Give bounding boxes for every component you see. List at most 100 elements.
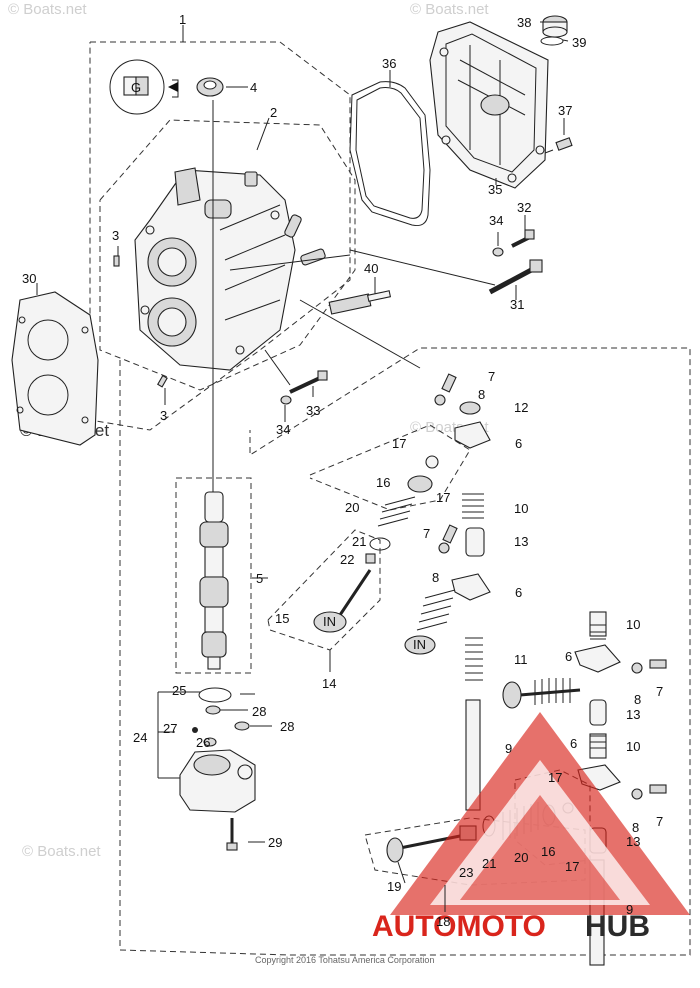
callout-label-c3b: 3 [160,408,167,423]
valve-stamp: IN [413,637,426,652]
callout-label-c3a: 3 [112,228,119,243]
callout-label-c2: 2 [270,105,277,120]
callout-label-c17a: 17 [392,436,406,451]
callout-label-c26: 26 [196,735,210,750]
callout-label-c28b: 28 [280,719,294,734]
callout-label-c29: 29 [268,835,282,850]
callout-label-c17d: 17 [565,859,579,874]
exhaust-valve: IN [404,589,456,655]
washer-34 [280,395,292,405]
oil-pump [179,687,256,851]
callout-label-c20b: 20 [514,850,528,865]
callout-label-c24: 24 [133,730,147,745]
head-cover [429,21,549,189]
callout-label-c16b: 16 [541,844,555,859]
long-bolt-31 [488,259,543,295]
watermark-group: © Boats.net © Boats.net © Boats.net © Bo… [8,1,489,860]
callout-label-c22: 22 [340,552,354,567]
assembly-outline-valvetrain [119,347,691,956]
callout-label-c17b: 17 [436,490,450,505]
callout-label-c1: 1 [179,12,186,27]
valve-cotter-17 [425,455,439,469]
automotohub-logo: AUTOMOTO HUB [372,712,690,943]
callout-label-c37: 37 [558,103,572,118]
callout-label-c11: 11 [514,652,528,667]
callout-label-c4: 4 [250,80,257,95]
intake-valve-box [267,529,381,651]
callout-label-c12: 12 [514,400,528,415]
callout-label-c34a: 34 [489,213,503,228]
callout-label-c8d: 8 [632,820,639,835]
callout-label-c36: 36 [382,56,396,71]
callout-label-c34b: 34 [276,422,290,437]
cover-gasket [349,81,431,226]
dowel-pin [157,374,168,388]
callout-label-c10a: 10 [514,501,528,516]
spring-11 [465,637,483,681]
svg-text:G: G [131,80,141,95]
callout-label-c13a: 13 [514,534,528,549]
cover-gasket-inner [355,87,425,219]
spark-plug [328,290,392,315]
rocker-arm [434,373,491,449]
callout-label-c25: 25 [172,683,186,698]
callout-label-c13b: 13 [626,707,640,722]
leader-line [349,249,496,286]
seal-inset: G [109,59,179,115]
callout-label-c38: 38 [517,15,531,30]
callout-label-c6d: 6 [570,736,577,751]
callout-label-c21b: 21 [482,856,496,871]
exhaust-valve-2 [502,624,606,749]
washer-34 [492,247,504,257]
callout-label-c8a: 8 [478,387,485,402]
valve-seal-21 [369,537,391,551]
callout-label-c33: 33 [306,403,320,418]
callout-label-c32: 32 [517,200,531,215]
oil-seal [196,77,224,97]
callout-label-c30: 30 [22,271,36,286]
callout-label-c7d: 7 [656,814,663,829]
callout-label-c17c: 17 [548,770,562,785]
callout-label-c21a: 21 [352,534,366,549]
pushrod-9 [465,699,481,811]
bolt-33 [289,370,328,394]
oil-filler-cap [540,15,568,46]
callout-label-c5: 5 [256,571,263,586]
leader-line [264,349,291,386]
callout-label-c13c: 13 [626,834,640,849]
callout-label-c8c: 8 [634,692,641,707]
camshaft [199,491,229,670]
callout-label-c15: 15 [275,611,289,626]
callout-label-c6c: 6 [565,649,572,664]
valve-spring-20 [377,496,416,527]
assembly-outline-2 [99,119,356,391]
cylinder-head [134,167,296,371]
callout-label-c23: 23 [459,865,473,880]
callout-label-c14: 14 [322,676,336,691]
watermark-text: © Boats.net [410,1,489,18]
leader-line [229,254,351,271]
callout-label-c18: 18 [436,914,450,929]
callout-label-c7c: 7 [656,684,663,699]
rocker-arm [438,524,491,601]
callout-label-c10c: 10 [626,739,640,754]
callout-label-c19: 19 [387,879,401,894]
callout-label-c6a: 6 [515,436,522,451]
callout-label-c8b: 8 [432,570,439,585]
intake-valve: IN [313,569,372,633]
watermark-text: © Boats.net [22,843,101,860]
watermark-text: © Boats.net [8,1,87,18]
callout-label-c20a: 20 [345,500,359,515]
logo-text-red: AUTOMOTO [372,910,546,943]
callout-label-c9a: 9 [505,741,512,756]
callout-label-c7a: 7 [488,369,495,384]
camshaft-box [175,477,252,674]
dowel-pin [113,255,120,267]
copyright-text: Copyright 2016 Tohatsu America Corporati… [255,955,434,965]
cotter-box [309,424,471,511]
callout-label-c7b: 7 [423,526,430,541]
callout-label-c40: 40 [364,261,378,276]
rocker-arm [574,611,667,726]
